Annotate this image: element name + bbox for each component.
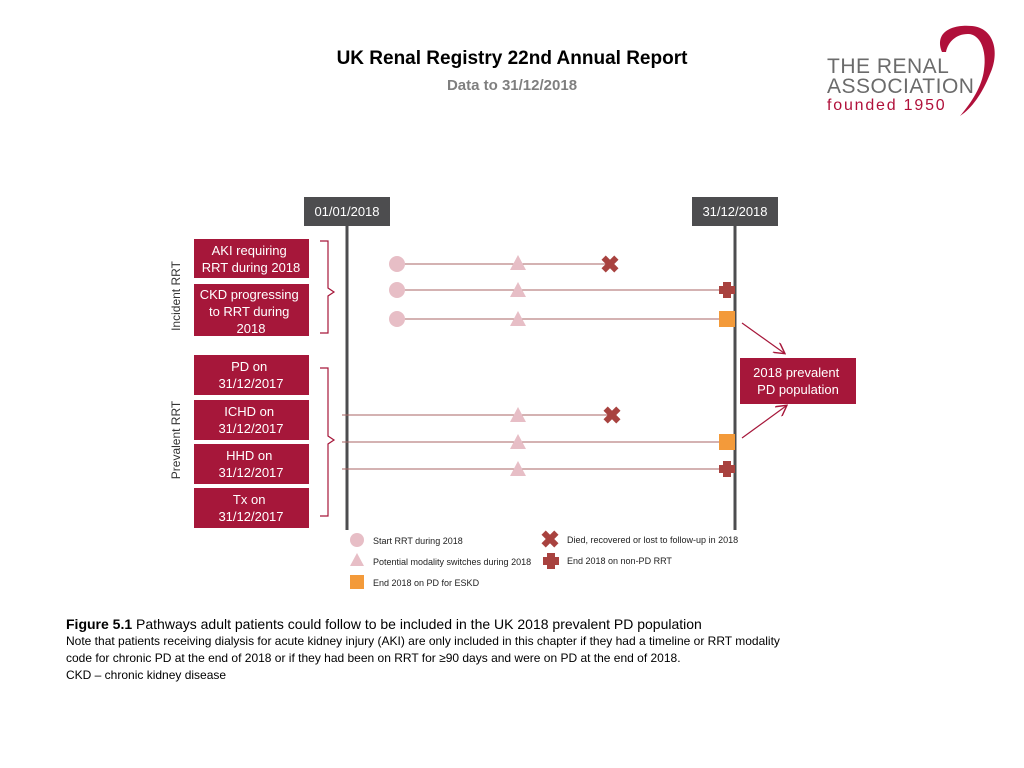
start-circle-icon bbox=[389, 282, 405, 298]
ichd-box-text: ICHD on 31/12/2017 bbox=[218, 404, 283, 436]
incident-rrt-label: Incident RRT bbox=[169, 260, 183, 330]
logo-text-line-3: founded 1950 bbox=[827, 97, 947, 114]
end-pd-square-icon bbox=[719, 311, 735, 327]
caption-note-line-3: CKD – chronic kidney disease bbox=[66, 668, 227, 682]
report-title: UK Renal Registry 22nd Annual Report bbox=[336, 48, 688, 69]
tx-box-text: Tx on 31/12/2017 bbox=[218, 492, 283, 524]
caption-note-line-2: code for chronic PD at the end of 2018 o… bbox=[66, 651, 681, 665]
figure-title-line: Figure 5.1 Pathways adult patients could… bbox=[66, 616, 966, 633]
legend-switch-label: Potential modality switches during 2018 bbox=[373, 557, 531, 567]
logo-swirl-icon bbox=[940, 25, 995, 116]
legend-died-cross-icon bbox=[541, 530, 559, 548]
pd-box bbox=[194, 355, 309, 395]
ichd-box bbox=[194, 400, 309, 440]
logo-text-line-1: THE RENAL bbox=[827, 55, 950, 78]
non-pd-plus-icon bbox=[719, 282, 735, 298]
switch-triangle-icon bbox=[510, 407, 526, 422]
renal-association-logo: THE RENAL ASSOCIATION founded 1950 bbox=[822, 22, 1002, 122]
legend-died-label: Died, recovered or lost to follow-up in … bbox=[567, 535, 738, 545]
switch-triangle-icon bbox=[510, 461, 526, 476]
logo-text-line-2: ASSOCIATION bbox=[827, 75, 975, 98]
ckd-box-text: CKD progressing to RRT during 2018 bbox=[200, 287, 303, 336]
legend-start-label: Start RRT during 2018 bbox=[373, 536, 463, 546]
aki-box-text: AKI requiring RRT during 2018 bbox=[202, 243, 301, 275]
result-box-text: 2018 prevalent PD population bbox=[753, 365, 843, 397]
report-subtitle: Data to 31/12/2018 bbox=[446, 77, 578, 94]
hhd-box bbox=[194, 444, 309, 484]
died-cross-icon bbox=[603, 406, 621, 424]
end-pd-square-icon bbox=[719, 434, 735, 450]
timeline-end-box bbox=[692, 197, 778, 226]
hhd-box-text: HHD on 31/12/2017 bbox=[218, 448, 283, 480]
legend-end-pd-label: End 2018 on PD for ESKD bbox=[373, 578, 480, 588]
switch-triangle-icon bbox=[510, 311, 526, 326]
pd-box-text: PD on 31/12/2017 bbox=[218, 359, 283, 391]
legend-non-pd-plus-icon bbox=[543, 553, 559, 569]
switch-triangle-icon bbox=[510, 282, 526, 297]
figure-caption: Figure 5.1 Pathways adult patients could… bbox=[66, 616, 966, 684]
incident-brace bbox=[320, 240, 336, 334]
prevalent-rrt-label: Prevalent RRT bbox=[169, 400, 183, 479]
non-pd-plus-icon bbox=[719, 461, 735, 477]
legend-switch-triangle-icon bbox=[350, 553, 364, 566]
timeline-start-label: 01/01/2018 bbox=[314, 204, 379, 219]
figure-label: Figure 5.1 bbox=[66, 616, 133, 632]
switch-triangle-icon bbox=[510, 434, 526, 449]
start-circle-icon bbox=[389, 256, 405, 272]
result-box bbox=[740, 358, 856, 404]
switch-triangle-icon bbox=[510, 255, 526, 270]
start-circle-icon bbox=[389, 311, 405, 327]
timeline-end-label: 31/12/2018 bbox=[702, 204, 767, 219]
tx-box bbox=[194, 488, 309, 528]
aki-box bbox=[194, 239, 309, 278]
legend-non-pd-label: End 2018 on non-PD RRT bbox=[567, 556, 672, 566]
legend-start-circle-icon bbox=[350, 533, 364, 547]
figure-title: Pathways adult patients could follow to … bbox=[132, 616, 702, 632]
arrow-to-result-upper bbox=[741, 322, 784, 353]
timeline-start-box bbox=[304, 197, 390, 226]
arrow-to-result-lower bbox=[741, 406, 786, 439]
legend-end-pd-square-icon bbox=[350, 575, 364, 589]
ckd-box bbox=[194, 284, 309, 336]
prevalent-brace bbox=[320, 367, 336, 517]
caption-note-line-1: Note that patients receiving dialysis fo… bbox=[66, 634, 780, 648]
died-cross-icon bbox=[601, 255, 619, 273]
